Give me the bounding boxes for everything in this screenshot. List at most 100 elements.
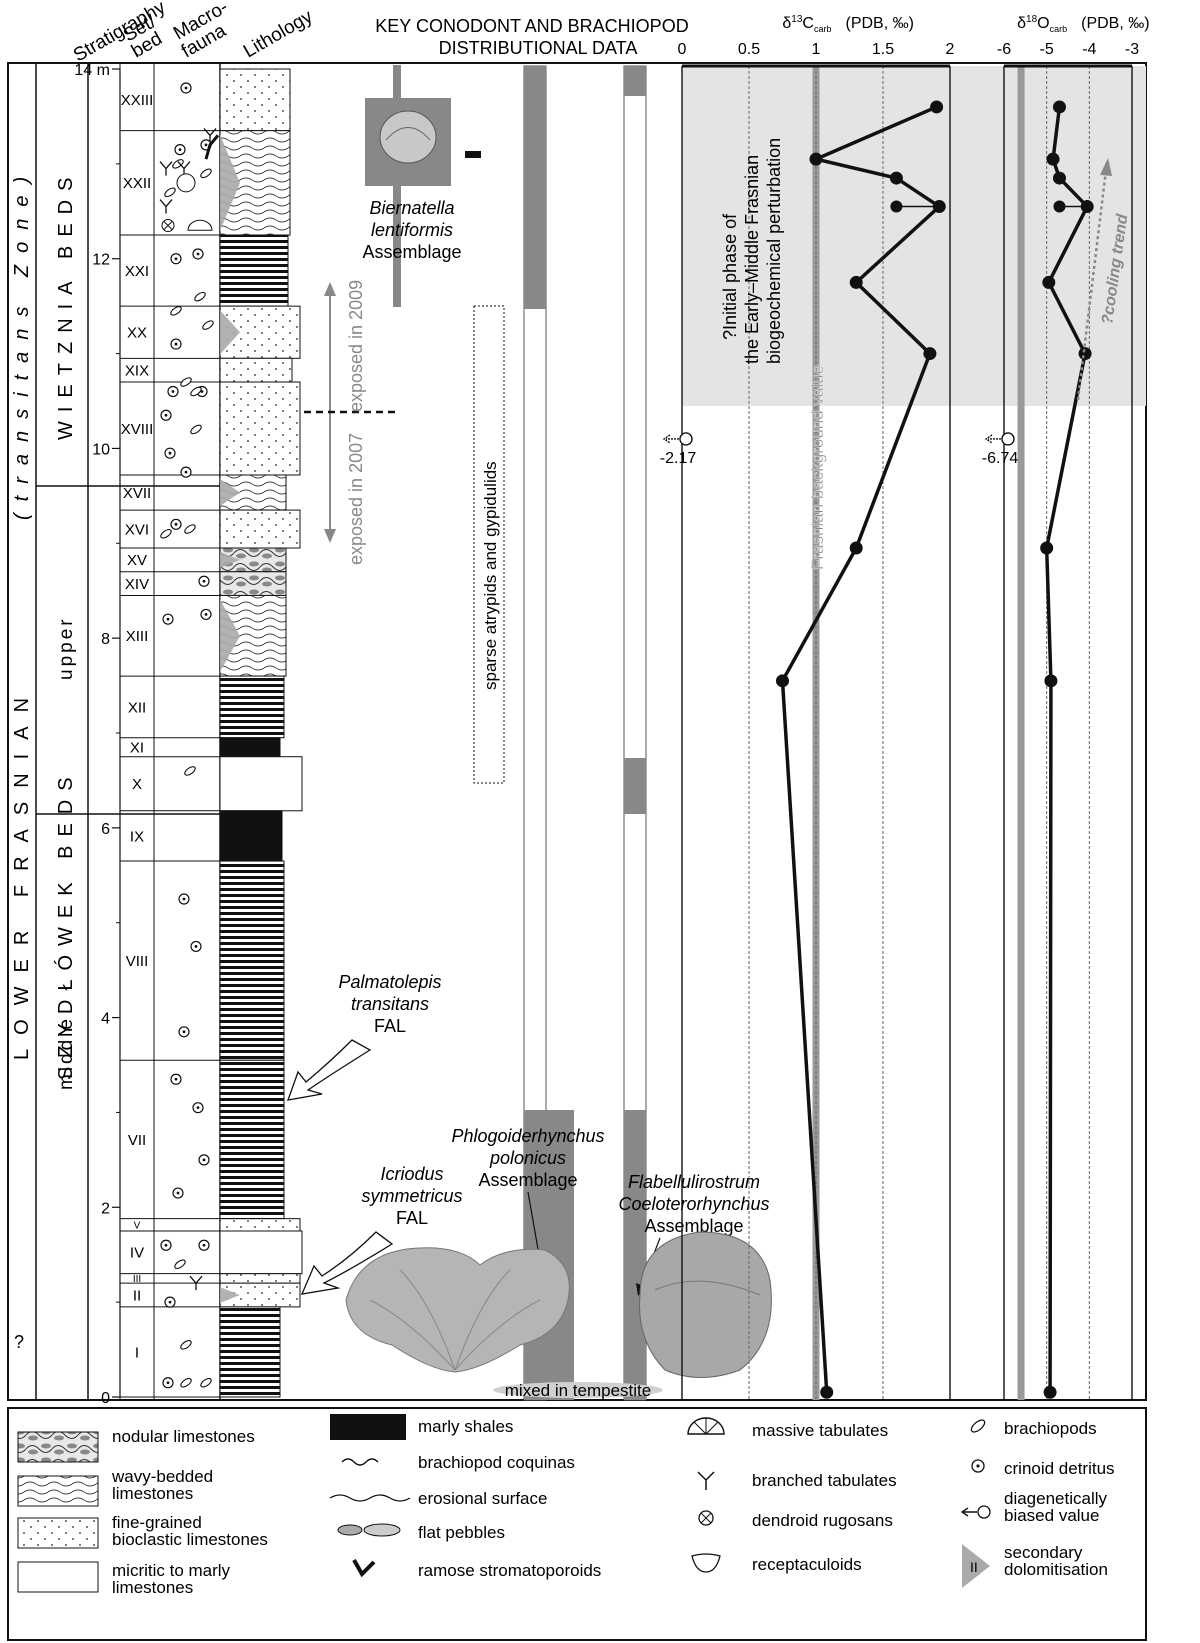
legend-item-nodular: nodular limestones: [17, 1427, 255, 1463]
carbon-data-point: [776, 674, 789, 688]
depth-tick-label: 14 m: [74, 62, 110, 79]
bed-label-v: V: [134, 1220, 141, 1231]
brachiopod-icon: [180, 1340, 192, 1350]
exposure-arrows: exposed in 2009 exposed in 2007: [304, 280, 398, 565]
legend-item-ramose: ramose stromatoporoids: [352, 1559, 601, 1580]
bed-label-xix: XIX: [125, 363, 149, 380]
lithology-bed: [219, 571, 287, 596]
palmatolepis-name-2: transitans: [351, 994, 429, 1014]
legend-item-erosion: erosional surface: [329, 1489, 547, 1508]
legend-label-nodular: nodular limestones: [112, 1427, 255, 1446]
bed-label-xviii: XVIII: [121, 421, 154, 438]
lithology-bed: [219, 810, 283, 862]
legend-label-fine: bioclastic limestones: [112, 1530, 268, 1549]
flabel-name-2: Coeloterorhynchus: [618, 1194, 769, 1214]
oxygen-x-tick-label: -5: [1040, 41, 1054, 58]
flabel-name-1: Flabellulirostrum: [628, 1172, 760, 1192]
legend-label-brach: brachiopods: [1004, 1419, 1097, 1438]
lithology-column: [219, 68, 303, 1398]
oxygen-data-point: [1052, 100, 1066, 114]
macrofauna-column: [159, 82, 220, 1389]
bed-label-xxiii: XXIII: [121, 92, 154, 109]
legend-item-massive: massive tabulates: [687, 1417, 888, 1440]
crinoid-icon: [164, 1296, 176, 1308]
header-lithology: Lithology: [240, 6, 317, 62]
perturbation-label-2: the Early–Middle Frasnian: [742, 155, 762, 364]
icriodus-fal-label: FAL: [396, 1208, 428, 1228]
strat-zone: (transitans Zone): [11, 165, 33, 520]
legend-label-erosion: erosional surface: [418, 1489, 547, 1508]
brachiopod-icon: [184, 524, 196, 534]
depth-tick-label: 12: [92, 252, 110, 269]
bed-label-xvi: XVI: [125, 521, 149, 538]
flabellulirostrum-assemblage: Flabellulirostrum Coeloterorhynchus Asse…: [618, 1172, 772, 1378]
dolomitisation-mark: [220, 599, 240, 673]
bed-column: XXIIIXXIIXXIXXXIXXVIIIXVIIXVIXVXIVXIIIXI…: [119, 63, 221, 1400]
legend-label-crinoid: crinoid detritus: [1004, 1459, 1115, 1478]
palmatolepis-fal: Palmatolepis transitans FAL: [287, 972, 442, 1101]
carbon-data-point: [889, 171, 903, 185]
lithology-bed: [219, 68, 291, 132]
perturbation-band: [682, 66, 1146, 406]
key-title-1: KEY CONODONT AND BRACHIOPOD: [375, 16, 688, 36]
biernatella-assemblage: Biernatella lentiformis Assemblage: [362, 65, 481, 307]
brachiopod-icon: [184, 766, 196, 776]
lithology-bed: [219, 509, 301, 549]
carbon-x-tick-label: 0: [678, 41, 687, 58]
crinoid-icon: [198, 1239, 210, 1251]
crinoid-icon: [190, 940, 202, 953]
oxygen-data-point: [1044, 674, 1058, 688]
icriodus-name-2: symmetricus: [361, 1186, 462, 1206]
flabel-shell: [639, 1231, 772, 1378]
legend-label-dolo: dolomitisation: [1004, 1560, 1108, 1579]
strat-upper: upper: [56, 616, 77, 680]
legend-frame: [7, 1407, 1147, 1641]
strat-wietznia-beds: WIETZNIA BEDS: [55, 169, 77, 440]
tempestite-label: mixed in tempestite: [505, 1381, 651, 1400]
legend-item-pebbles: flat pebbles: [337, 1523, 505, 1542]
depth-tick-label: 2: [101, 1200, 110, 1217]
dolomitisation-mark: [220, 134, 240, 231]
crinoid-icon: [192, 248, 204, 260]
oxygen-title: δ18Ocarb(PDB, ‰): [1017, 14, 1149, 34]
lithology-bed: [219, 234, 289, 307]
crinoid-icon: [160, 1239, 172, 1251]
lithology-bed: [219, 1273, 301, 1284]
bed-label-xv: XV: [127, 552, 147, 569]
brachiopod-icon: [174, 1259, 186, 1269]
main-frame: [7, 62, 1147, 1401]
crinoid-icon: [162, 1377, 174, 1389]
distribution-column-1: [523, 65, 574, 1401]
strat-question: ?: [14, 1332, 24, 1352]
crinoid-icon: [160, 409, 172, 421]
carbon-x-tick-label: 0.5: [738, 41, 760, 58]
legend-label-dendroid: dendroid rugosans: [752, 1511, 893, 1530]
lithology-bed: [219, 1059, 285, 1220]
carbon-data-point: [809, 152, 823, 166]
svg-text:II: II: [970, 1559, 978, 1575]
brachiopod-icon: [200, 168, 212, 179]
legend-item-crinoid: crinoid detritus: [971, 1459, 1115, 1478]
legend-label-ramose: ramose stromatoporoids: [418, 1561, 601, 1580]
dolomitisation-mark: [220, 552, 240, 568]
dolomitisation-mark: [220, 310, 240, 355]
legend-label-micritic: micritic to marly: [112, 1561, 231, 1580]
icriodus-name-1: Icriodus: [380, 1164, 443, 1184]
carbon-x-tick-label: 1.5: [872, 41, 894, 58]
lithology-bed: [219, 1306, 281, 1398]
brachiopod-icon: [194, 291, 206, 302]
legend-label-massive: massive tabulates: [752, 1421, 888, 1440]
ramose-stromatoporoid-icon: [204, 134, 220, 160]
carbon-x-tick-label: 2: [946, 41, 955, 58]
legend-item-recept: receptaculoids: [691, 1553, 862, 1574]
strat-szydlowek-beds: SZYDŁÓWEK BEDS: [54, 768, 77, 1080]
oxygen-data-point: [1080, 200, 1094, 214]
depth-tick-label: 4: [101, 1011, 110, 1028]
branched-tabulate-icon: [189, 1275, 203, 1291]
